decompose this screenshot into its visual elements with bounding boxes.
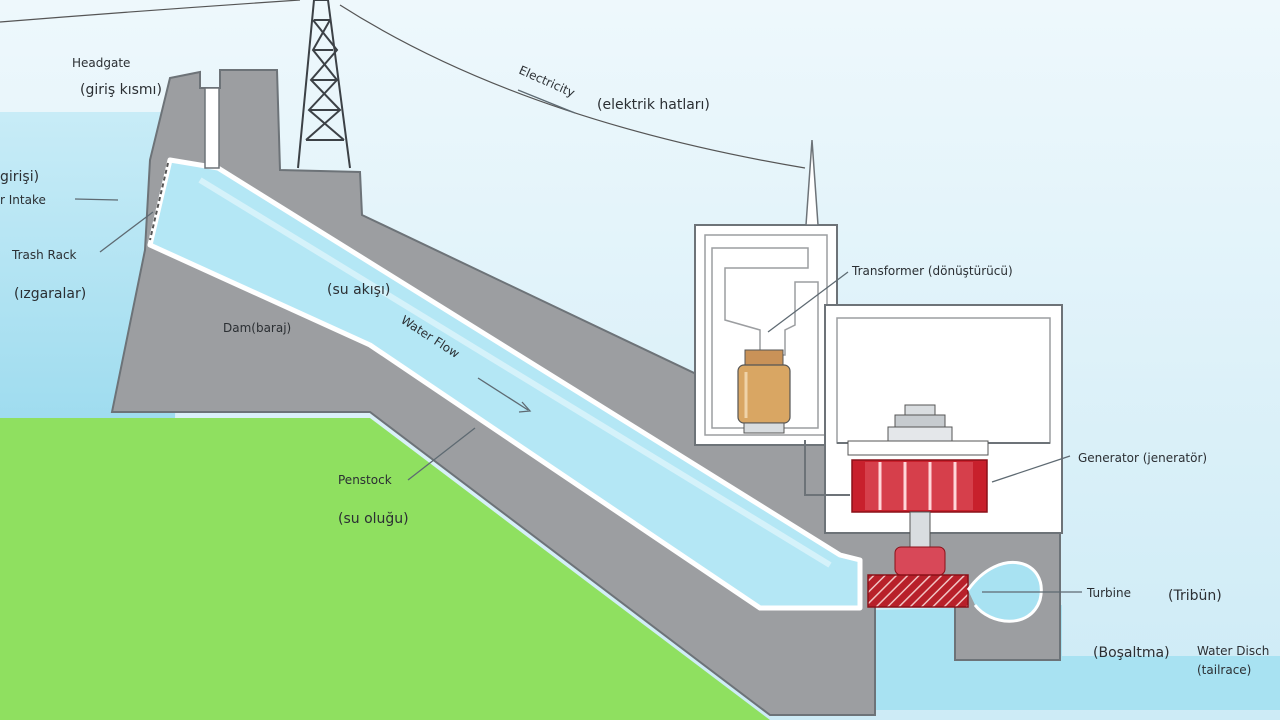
discharge-label: Water Disch — [1197, 644, 1269, 658]
discharge-tr-label: (Boşaltma) — [1093, 645, 1170, 661]
penstock-pointer — [407, 427, 476, 481]
penstock-channel — [147, 157, 863, 611]
water-flow-tr-label: (su akışı) — [327, 282, 390, 298]
electricity-tr-label: (elektrik hatları) — [597, 97, 710, 113]
transformer-pointer — [767, 271, 849, 333]
generator-top — [847, 404, 989, 456]
antenna — [805, 139, 819, 226]
transformer-housing — [711, 247, 819, 429]
penstock-tr-label: (su oluğu) — [338, 511, 409, 527]
generator-label: Generator (jeneratör) — [1078, 451, 1207, 465]
turbine-label: Turbine — [1086, 586, 1131, 600]
trash-rack-pointer — [99, 211, 154, 253]
turbine-tr-label: (Tribün) — [1168, 588, 1222, 604]
power-line-left — [0, 0, 301, 23]
water-flow-arrowhead — [518, 401, 532, 413]
tailrace-label: (tailrace) — [1197, 663, 1251, 677]
transmission-tower — [297, 0, 351, 169]
penstock-highlight — [198, 177, 832, 568]
intake-tr-label: girişi) — [0, 169, 39, 185]
intake-pointer — [74, 198, 119, 201]
transformer-label: Transformer (dönüştürücü) — [851, 264, 1013, 278]
shaft — [909, 511, 931, 548]
trash-rack — [149, 162, 169, 241]
transformer — [737, 349, 791, 434]
power-line-right — [339, 4, 806, 169]
turbine — [867, 546, 969, 608]
headgate-gate — [204, 87, 220, 169]
electricity-arrow — [517, 89, 576, 114]
cable — [804, 440, 850, 496]
penstock-label: Penstock — [338, 473, 392, 487]
trash-rack-label: Trash Rack — [11, 248, 77, 262]
generator-pointer — [991, 455, 1071, 483]
water-flow-arrow — [477, 377, 529, 411]
trash-rack-tr-label: (ızgaralar) — [14, 286, 86, 302]
intake-label: r Intake — [0, 193, 46, 207]
generator — [851, 459, 988, 513]
headgate-label: Headgate — [72, 56, 130, 70]
dam-label: Dam(baraj) — [223, 321, 291, 335]
ground — [0, 418, 770, 720]
headgate-tr-label: (giriş kısmı) — [80, 82, 162, 98]
